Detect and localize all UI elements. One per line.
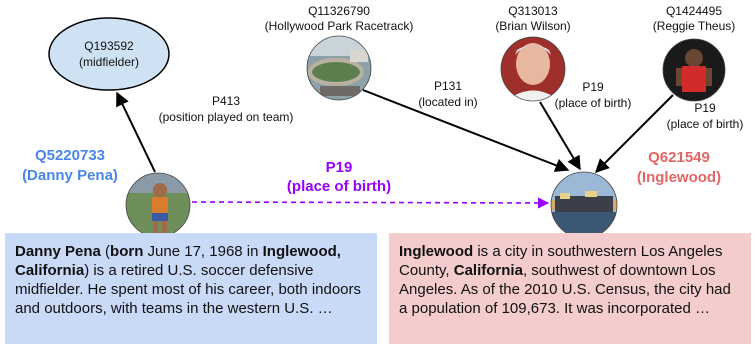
california-word: California — [453, 262, 523, 279]
node-inglewood-label: (Inglewood) — [637, 169, 721, 186]
edge-p19-wilson: P19 (place of birth) — [555, 80, 632, 110]
edge-p19-theus: P19 (place of birth) — [667, 101, 744, 131]
inglewood-description: Inglewood is a city in southwestern Los … — [389, 233, 751, 344]
edge-p131-label: (located in) — [418, 95, 477, 109]
edge-p413-pid: P413 — [212, 94, 240, 108]
edge-p19-theus-arrow — [595, 94, 674, 173]
node-midfielder: Q193592 (midfielder) — [48, 17, 170, 91]
node-inglewood-id: Q621549 — [648, 149, 710, 166]
edge-p131-arrow — [362, 89, 570, 172]
node-racetrack-id: Q11326790 — [308, 4, 370, 18]
node-danny-id: Q5220733 — [35, 147, 105, 164]
wilson-photo — [501, 37, 565, 101]
node-inglewood: Q621549 (Inglewood) — [550, 149, 721, 239]
edge-p19-wilson-pid: P19 — [582, 80, 604, 94]
edge-p19-main-arrow — [191, 197, 550, 209]
node-midfielder-label: (midfielder) — [79, 55, 139, 69]
inglewood-photo — [551, 172, 617, 238]
edge-p413-label: (position played on team) — [159, 110, 294, 124]
node-wilson-id: Q313013 — [508, 4, 558, 18]
edge-p131-pid: P131 — [434, 79, 462, 93]
inglewood-name: Inglewood — [399, 243, 474, 260]
danny-photo — [126, 173, 190, 237]
inglewood-text-1: is a city in southwestern Los Angeles Co… — [399, 243, 723, 279]
node-danny: Q5220733 (Danny Pena) — [22, 147, 191, 238]
node-midfielder-id: Q193592 — [84, 39, 134, 53]
edge-p19-main-label: (place of birth) — [287, 178, 391, 195]
birth-place: Inglewood, California — [15, 243, 341, 279]
node-theus: Q1424495 (Reggie Theus) — [653, 4, 736, 102]
danny-text-2: ) is a retired U.S. soccer defensive mid… — [15, 262, 362, 317]
edge-p131: P131 (located in) — [418, 79, 477, 109]
edge-p19-theus-label: (place of birth) — [667, 117, 744, 131]
born-word: born — [110, 243, 144, 260]
edge-p413: P413 (position played on team) — [159, 94, 294, 124]
inglewood-text-2: , southwest of downtown Los Angeles. As … — [399, 262, 731, 317]
edge-p19-main: P19 (place of birth) — [287, 159, 391, 195]
danny-pena-description: Danny Pena (born June 17, 1968 in Inglew… — [5, 233, 377, 344]
edge-p19-theus-pid: P19 — [694, 101, 716, 115]
edge-p19-main-pid: P19 — [326, 159, 353, 176]
node-danny-label: (Danny Pena) — [22, 167, 118, 184]
theus-photo — [663, 39, 725, 101]
node-theus-id: Q1424495 — [666, 4, 722, 18]
danny-name: Danny Pena — [15, 243, 101, 260]
edge-p413-arrow — [116, 91, 156, 173]
danny-text-1: June 17, 1968 in — [143, 243, 263, 260]
racetrack-photo — [307, 36, 371, 100]
node-wilson: Q313013 (Brian Wilson) — [495, 4, 571, 102]
edge-p19-wilson-label: (place of birth) — [555, 96, 632, 110]
node-theus-label: (Reggie Theus) — [653, 19, 736, 33]
node-wilson-label: (Brian Wilson) — [495, 19, 570, 33]
edge-p19-wilson-arrow — [539, 101, 581, 171]
node-racetrack-label: (Hollywood Park Racetrack) — [265, 19, 414, 33]
node-racetrack: Q11326790 (Hollywood Park Racetrack) — [265, 4, 414, 101]
